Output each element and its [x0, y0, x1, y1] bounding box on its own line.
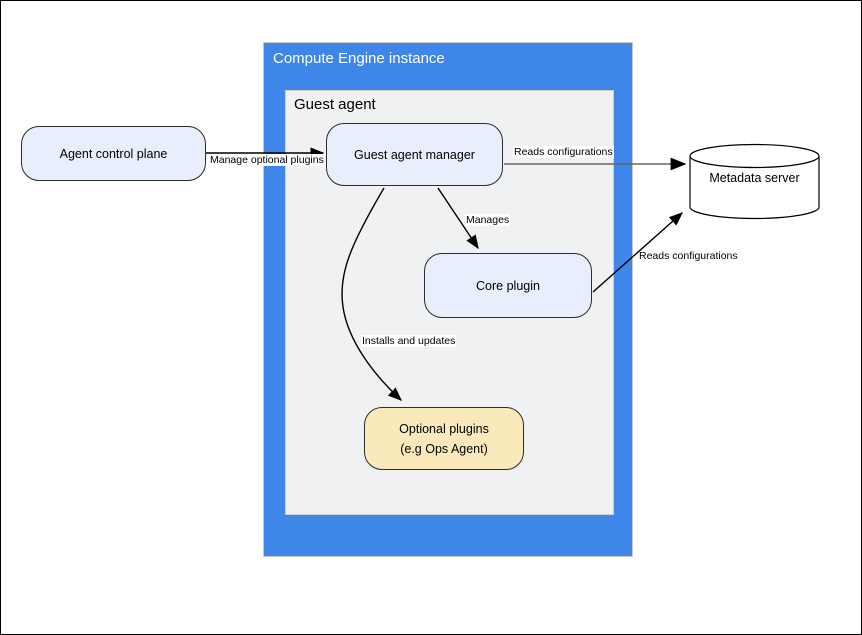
edge-label-reads-configurations-diagonal: Reads configurations [639, 250, 738, 262]
optional-plugins-label-line1: Optional plugins [399, 421, 489, 436]
optional-plugins-label-line2: (e.g Ops Agent) [400, 441, 488, 456]
edge-label-reads-configurations-top: Reads configurations [513, 146, 614, 158]
compute-engine-instance-title: Compute Engine instance [273, 50, 445, 67]
edge-label-manage-optional-plugins: Manage optional plugins [209, 154, 325, 166]
edge-label-installs-and-updates: Installs and updates [361, 335, 457, 347]
node-agent-control-plane: Agent control plane [21, 126, 206, 181]
guest-agent-title: Guest agent [294, 96, 376, 113]
metadata-server-label: Metadata server [709, 171, 800, 185]
edge-label-manages: Manages [465, 214, 511, 226]
node-metadata-server: Metadata server [689, 143, 820, 220]
optional-plugins-label: Optional plugins (e.g Ops Agent) [399, 419, 489, 459]
node-guest-agent-manager: Guest agent manager [326, 123, 503, 186]
core-plugin-label: Core plugin [476, 278, 540, 293]
node-optional-plugins: Optional plugins (e.g Ops Agent) [364, 407, 524, 470]
agent-control-plane-label: Agent control plane [59, 146, 168, 161]
database-cylinder-icon [689, 143, 820, 220]
guest-agent-manager-label: Guest agent manager [354, 147, 475, 162]
node-core-plugin: Core plugin [424, 253, 592, 318]
